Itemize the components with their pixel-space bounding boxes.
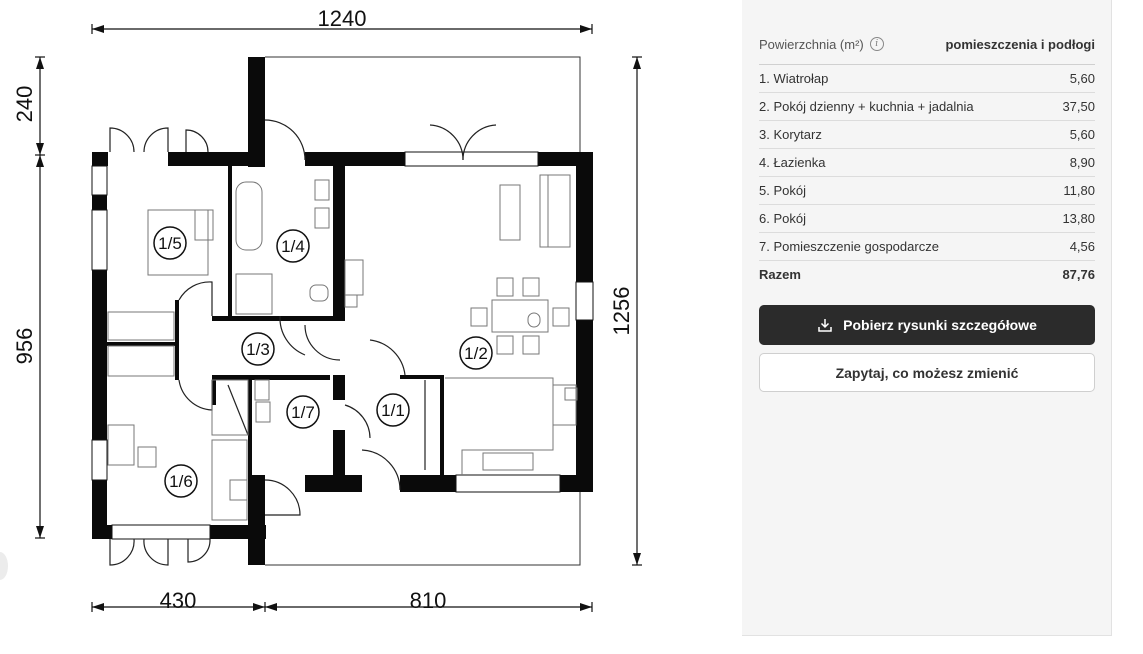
dim-left-top: 240	[12, 86, 37, 123]
area-total-row: Razem 87,76	[759, 261, 1095, 288]
room-area: 13,80	[1062, 211, 1095, 226]
area-row: 2. Pokój dzienny + kuchnia + jadalnia 37…	[759, 93, 1095, 121]
area-table-header: Powierzchnia (m²) i pomieszczenia i podł…	[759, 32, 1095, 65]
room-label-1-1: 1/1	[376, 393, 410, 427]
room-label-1-6: 1/6	[164, 464, 198, 498]
download-drawings-button[interactable]: Pobierz rysunki szczegółowe	[759, 305, 1095, 345]
download-drawings-label: Pobierz rysunki szczegółowe	[843, 317, 1037, 333]
area-header-right: pomieszczenia i podłogi	[945, 36, 1095, 52]
area-row: 4. Łazienka 8,90	[759, 149, 1095, 177]
svg-text:1/7: 1/7	[291, 403, 315, 422]
dimension-lines	[35, 24, 642, 612]
area-row: 7. Pomieszczenie gospodarcze 4,56	[759, 233, 1095, 261]
room-name: 7. Pomieszczenie gospodarcze	[759, 239, 939, 254]
dim-bottom-left: 430	[160, 588, 197, 613]
svg-text:1/2: 1/2	[464, 344, 488, 363]
area-row: 5. Pokój 11,80	[759, 177, 1095, 205]
svg-text:1/3: 1/3	[246, 340, 270, 359]
room-name: 6. Pokój	[759, 211, 806, 226]
total-value: 87,76	[1062, 267, 1095, 282]
area-row: 3. Korytarz 5,60	[759, 121, 1095, 149]
svg-text:1/4: 1/4	[281, 237, 305, 256]
room-name: 3. Korytarz	[759, 127, 822, 142]
room-name: 2. Pokój dzienny + kuchnia + jadalnia	[759, 99, 974, 114]
room-name: 1. Wiatrołap	[759, 71, 829, 86]
room-label-1-2: 1/2	[459, 336, 493, 370]
dim-left-main: 956	[12, 328, 37, 365]
room-area: 11,80	[1063, 183, 1095, 198]
room-area: 37,50	[1062, 99, 1095, 114]
room-name: 4. Łazienka	[759, 155, 826, 170]
room-area: 8,90	[1069, 155, 1095, 170]
dim-top: 1240	[318, 6, 367, 31]
ask-changes-button[interactable]: Zapytaj, co możesz zmienić	[759, 353, 1095, 392]
door-swings	[109, 119, 497, 566]
room-label-1-4: 1/4	[276, 229, 310, 263]
area-panel-content: Powierzchnia (m²) i pomieszczenia i podł…	[759, 32, 1095, 392]
area-header-left: Powierzchnia (m²) i	[759, 37, 884, 52]
windows	[91, 151, 594, 540]
room-labels: 1/1 1/2 1/3 1/4 1/5 1/6	[153, 226, 493, 498]
room-label-1-3: 1/3	[241, 332, 275, 366]
room-area: 4,56	[1069, 239, 1095, 254]
area-header-label: Powierzchnia (m²)	[759, 36, 864, 52]
info-icon[interactable]: i	[869, 37, 884, 51]
area-row: 6. Pokój 13,80	[759, 205, 1095, 233]
ask-changes-label: Zapytaj, co możesz zmienić	[835, 364, 1019, 381]
dimension-arrows	[36, 25, 641, 611]
dim-right: 1256	[609, 287, 634, 336]
floor-plan-drawing: 1240 240 956 1256 430 810	[12, 6, 642, 613]
room-label-1-7: 1/7	[286, 395, 320, 429]
svg-text:1/1: 1/1	[381, 401, 405, 420]
area-row: 1. Wiatrołap 5,60	[759, 65, 1095, 93]
room-name: 5. Pokój	[759, 183, 806, 198]
room-area: 5,60	[1069, 71, 1095, 86]
total-label: Razem	[759, 267, 801, 282]
dim-bottom-right: 810	[410, 588, 447, 613]
download-icon	[818, 319, 832, 332]
svg-text:1/5: 1/5	[158, 234, 182, 253]
scroll-handle[interactable]	[0, 552, 8, 580]
room-area: 5,60	[1069, 127, 1095, 142]
svg-text:1/6: 1/6	[169, 472, 193, 491]
furniture	[107, 174, 578, 521]
floor-plan-area: 1240 240 956 1256 430 810	[0, 6, 642, 613]
room-label-1-5: 1/5	[153, 226, 187, 260]
area-panel: Powierzchnia (m²) i pomieszczenia i podł…	[742, 0, 1112, 636]
